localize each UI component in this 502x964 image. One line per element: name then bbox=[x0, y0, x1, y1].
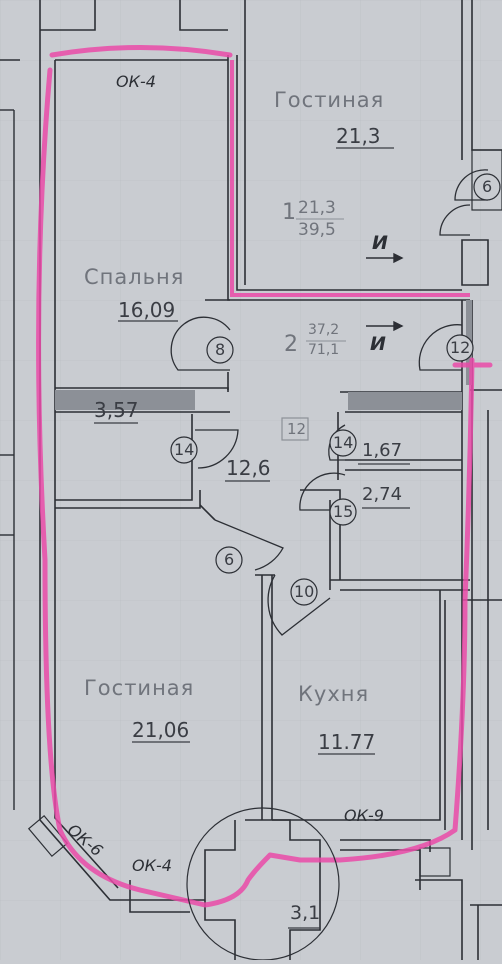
room-area-living-top: 21,3 bbox=[336, 124, 381, 148]
door-number-4: 14 bbox=[174, 440, 195, 459]
room-marker: 12 bbox=[287, 420, 307, 438]
highlight-route-inner bbox=[230, 60, 470, 297]
area-closet-left: 3,57 bbox=[94, 398, 139, 422]
fraction-lines bbox=[296, 218, 346, 342]
room-name-bedroom: Спальня bbox=[84, 265, 185, 289]
room-marker-box bbox=[281, 417, 309, 441]
apartment-2-living: 37,2 bbox=[308, 322, 340, 338]
window-frames bbox=[27, 149, 502, 877]
door-number-1: 6 bbox=[482, 177, 493, 196]
room-area-living-bottom: 21,06 bbox=[132, 718, 190, 742]
apartment-1-living: 21,3 bbox=[298, 198, 336, 218]
window-code-top: ОК-4 bbox=[116, 72, 156, 91]
apartment-number-2: 2 bbox=[284, 332, 298, 357]
area-balcony: 3,1 bbox=[290, 902, 321, 924]
door-number-8: 10 bbox=[294, 582, 315, 601]
door-number-circles bbox=[170, 173, 501, 606]
apartment-2-total: 71,1 bbox=[308, 342, 340, 358]
room-name-living-top: Гостиная bbox=[274, 88, 385, 112]
room-area-kitchen: 11.77 bbox=[318, 730, 376, 754]
area-wc: 1,67 bbox=[362, 440, 403, 461]
section-mark-2: И bbox=[370, 333, 386, 355]
door-number-5: 14 bbox=[333, 433, 354, 452]
window-code-right: ОК-9 bbox=[344, 806, 384, 825]
area-underlines bbox=[94, 147, 410, 929]
apartment-1-total: 39,5 bbox=[298, 220, 336, 240]
highlight-route bbox=[36, 45, 493, 908]
door-number-3: 12 bbox=[450, 338, 471, 357]
left-neighbour-walls bbox=[0, 59, 20, 810]
section-arrows bbox=[366, 252, 404, 332]
section-mark-1: И bbox=[372, 232, 388, 254]
apartment-number-1: 1 bbox=[282, 200, 296, 225]
room-name-living-bottom: Гостиная bbox=[84, 676, 195, 700]
window-code-bottom: ОК-4 bbox=[132, 856, 172, 875]
door-number-7: 6 bbox=[224, 550, 235, 569]
room-area-hall: 12,6 bbox=[226, 456, 271, 480]
door-swings bbox=[170, 169, 489, 636]
door-number-6: 15 bbox=[333, 502, 354, 521]
room-name-kitchen: Кухня bbox=[298, 682, 370, 706]
door-number-2: 8 bbox=[215, 340, 226, 359]
area-bath: 2,74 bbox=[362, 484, 403, 505]
room-area-bedroom: 16,09 bbox=[118, 298, 176, 322]
